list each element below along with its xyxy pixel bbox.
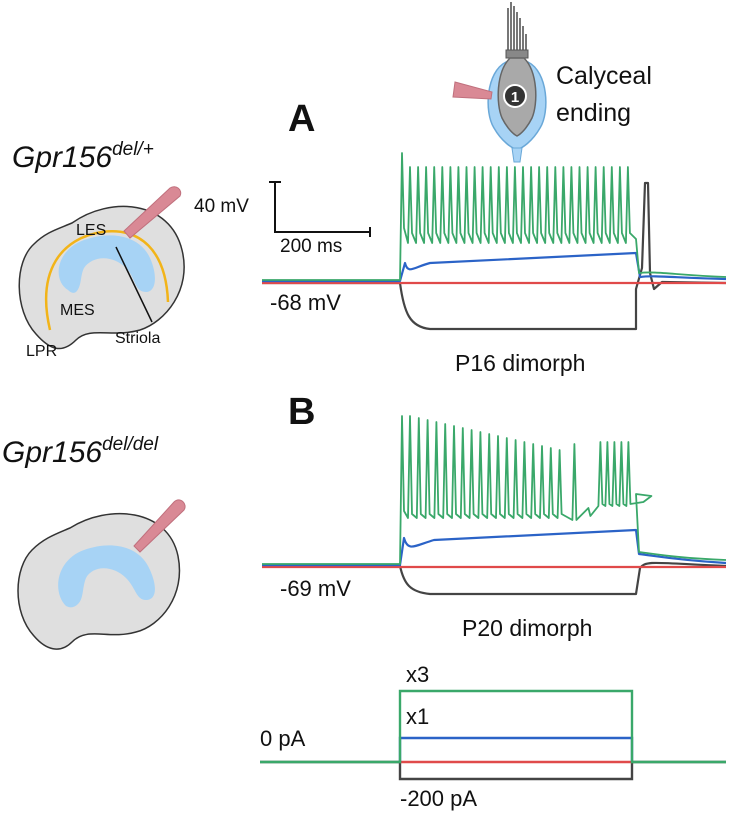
- protocol-zero-label: 0 pA: [260, 726, 306, 751]
- utricle-schematic-b: [17, 499, 186, 650]
- scale-voltage-label: 40 mV: [194, 196, 249, 217]
- trace-a-green: [262, 152, 727, 281]
- protocol-step-neg200: [260, 760, 726, 781]
- striola-pointer: [115, 246, 153, 323]
- cell-label-line2: ending: [556, 99, 631, 127]
- panel-a-letter: A: [288, 98, 315, 140]
- genotype-a-sup: del/+: [112, 139, 154, 160]
- label-mes: MES: [60, 302, 95, 319]
- cell-number: 1: [511, 89, 519, 106]
- current-protocol: [260, 689, 726, 781]
- scale-bar: [269, 181, 371, 237]
- genotype-b-base: Gpr156: [2, 436, 102, 469]
- label-les: LES: [76, 222, 106, 239]
- label-striola: Striola: [115, 330, 160, 347]
- panel-b-letter: B: [288, 391, 315, 433]
- calyceal-ending-cell-icon: 1: [487, 2, 547, 163]
- protocol-step-x1: [398, 736, 634, 762]
- protocol-x3-label: x3: [406, 662, 429, 687]
- resting-potential-a: -68 mV: [270, 290, 341, 315]
- traces-b: [262, 415, 727, 596]
- protocol-step-x3: [260, 689, 726, 764]
- recording-pipette-icon-a: [123, 186, 182, 239]
- genotype-b-sup: del/del: [102, 434, 159, 455]
- protocol-neg-label: -200 pA: [400, 786, 477, 811]
- protocol-x1-label: x1: [406, 704, 429, 729]
- trace-b-gray: [262, 561, 727, 596]
- label-lpr: LPR: [26, 343, 57, 360]
- scale-time-label: 200 ms: [280, 236, 342, 257]
- traces-a: [262, 152, 727, 331]
- striola-shape-b: [58, 545, 155, 608]
- trace-b-green: [262, 415, 727, 565]
- lpr-line: [44, 230, 170, 331]
- genotype-a: Gpr156del/+: [12, 139, 154, 174]
- caption-b: P20 dimorph: [462, 615, 592, 641]
- trace-b-blue: [262, 528, 727, 567]
- utricle-schematic-a: LES MES Striola LPR: [18, 186, 185, 360]
- calyx-pipette-icon: [452, 81, 493, 100]
- cell-label-line1: Calyceal: [556, 62, 652, 90]
- striola-shape-a: [58, 235, 155, 293]
- recording-pipette-icon-b: [133, 499, 186, 553]
- caption-a: P16 dimorph: [455, 350, 585, 376]
- trace-a-gray: [262, 181, 727, 331]
- trace-a-blue: [262, 251, 727, 283]
- resting-potential-b: -69 mV: [280, 576, 351, 601]
- genotype-b: Gpr156del/del: [2, 434, 159, 469]
- genotype-a-base: Gpr156: [12, 141, 112, 174]
